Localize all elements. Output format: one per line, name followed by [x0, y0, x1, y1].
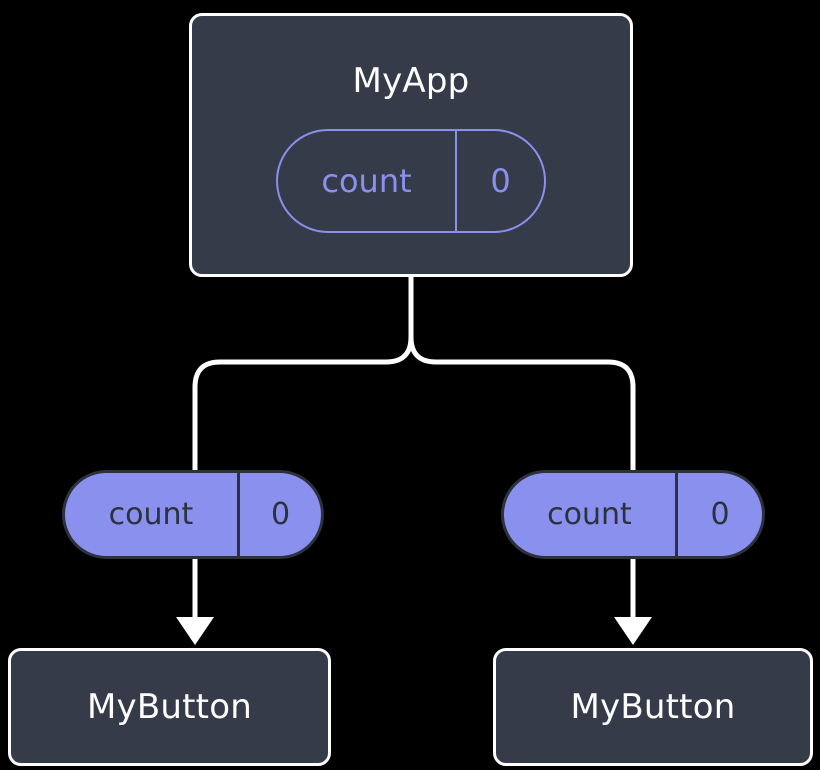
state-pill-myapp[interactable]: count 0 — [276, 129, 546, 233]
component-box-myapp[interactable]: MyApp — [189, 13, 633, 277]
arrow-head-icon — [614, 617, 652, 645]
component-title: MyButton — [570, 687, 736, 727]
branch-connector — [192, 274, 414, 473]
component-box-mybutton-right[interactable]: MyButton — [493, 648, 813, 766]
state-key: count — [108, 497, 194, 532]
state-value: 0 — [237, 473, 321, 556]
state-pill-child-right[interactable]: count 0 — [501, 470, 765, 559]
branch-connector — [408, 274, 636, 473]
state-value: 0 — [675, 473, 762, 556]
state-value: 0 — [455, 131, 544, 231]
component-title: MyButton — [87, 687, 252, 727]
component-title: MyApp — [352, 61, 470, 101]
state-pill-child-left[interactable]: count 0 — [62, 470, 324, 559]
arrow-head-icon — [176, 617, 214, 645]
state-key: count — [547, 497, 632, 532]
component-box-mybutton-left[interactable]: MyButton — [8, 648, 331, 766]
state-key: count — [321, 162, 412, 200]
